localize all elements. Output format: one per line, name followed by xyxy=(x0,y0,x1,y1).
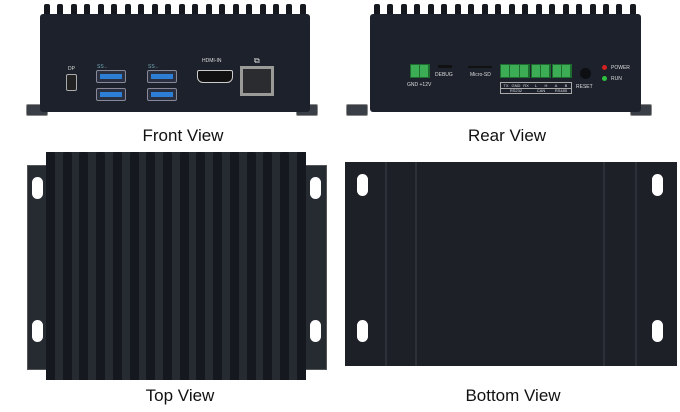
mounting-slot xyxy=(357,174,368,196)
debug-label: DEBUG xyxy=(435,72,453,78)
bottom-view-caption: Bottom View xyxy=(465,386,561,405)
group-labels: RS232 CAN RS485 xyxy=(500,88,572,94)
rs485-terminal xyxy=(552,64,572,78)
usb-logo: SS← xyxy=(148,64,160,70)
pin-label: A xyxy=(554,83,558,88)
rs232-terminal xyxy=(500,64,530,78)
bottom-plate xyxy=(345,162,677,366)
mounting-slot xyxy=(32,320,43,342)
sd-label: Micro-SD xyxy=(470,72,491,78)
front-view-caption: Front View xyxy=(142,126,224,145)
pin-label: H xyxy=(544,83,548,88)
mounting-slot xyxy=(357,320,368,342)
usb-port xyxy=(96,70,126,83)
ethernet-port xyxy=(240,66,274,96)
mounting-slot xyxy=(310,320,321,342)
hdmi-port xyxy=(197,70,233,83)
reset-button[interactable] xyxy=(580,68,591,79)
pin-labels: TX GND RX L H A B xyxy=(500,82,572,89)
dp-label: DP xyxy=(68,66,75,72)
reset-label: RESET xyxy=(576,84,593,90)
can-terminal xyxy=(531,64,551,78)
power-terminal xyxy=(410,64,430,78)
displayport xyxy=(66,74,77,91)
usb-port xyxy=(96,88,126,101)
mounting-slot xyxy=(652,174,663,196)
mounting-slot xyxy=(652,320,663,342)
run-led xyxy=(602,76,607,81)
pin-label: L xyxy=(534,83,538,88)
group-label: RS232 xyxy=(509,88,523,93)
power-label: GND +12V xyxy=(407,82,432,88)
rear-view-caption: Rear View xyxy=(467,126,547,145)
power-led xyxy=(602,65,607,70)
heatsink-fins xyxy=(374,4,636,16)
usb-port xyxy=(147,70,177,83)
pin-label: TX xyxy=(503,83,509,88)
debug-port xyxy=(438,65,452,68)
rear-panel: GND +12V DEBUG Micro-SD TX GND RX L H A … xyxy=(370,14,641,112)
sd-slot xyxy=(468,66,492,68)
front-panel: DP SS← SS← HDMI-IN ⧉ xyxy=(40,14,310,112)
group-label: CAN xyxy=(536,88,546,93)
group-label: RS485 xyxy=(554,88,568,93)
heatsink-fins xyxy=(46,152,306,380)
usb-port xyxy=(147,88,177,101)
run-led-label: RUN xyxy=(611,76,622,82)
pin-label: B xyxy=(564,83,568,88)
mounting-foot xyxy=(346,104,368,116)
pin-label: GND xyxy=(511,83,521,88)
hdmi-label: HDMI-IN xyxy=(202,58,222,64)
network-icon: ⧉ xyxy=(254,56,260,65)
mounting-slot xyxy=(32,177,43,199)
pin-label: RX xyxy=(523,83,529,88)
power-led-label: POWER xyxy=(611,65,630,71)
usb-logo: SS← xyxy=(97,64,109,70)
top-view-caption: Top View xyxy=(145,386,215,405)
heatsink-fins xyxy=(44,4,306,16)
mounting-slot xyxy=(310,177,321,199)
